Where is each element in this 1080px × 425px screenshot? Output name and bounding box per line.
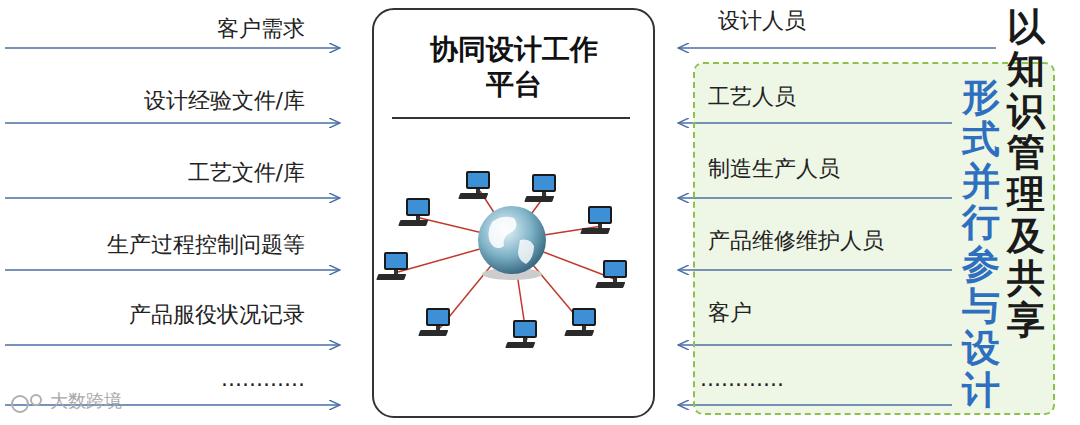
input-arrows bbox=[5, 48, 340, 405]
row-label: ............ bbox=[221, 366, 305, 392]
row-label: 客户需求 bbox=[217, 16, 305, 42]
network-illustration bbox=[376, 171, 627, 348]
platform-box: 协同设计工作平台 bbox=[372, 8, 655, 418]
row-label: ............ bbox=[700, 366, 784, 392]
row-label: 制造生产人员 bbox=[708, 156, 840, 182]
watermark-logo bbox=[12, 395, 41, 412]
watermark: 大数跨境 bbox=[50, 390, 122, 412]
row-label: 产品服役状况记录 bbox=[129, 302, 305, 328]
row-label: 设计人员 bbox=[718, 8, 806, 34]
participant-arrows bbox=[678, 48, 996, 405]
row-label: 客户 bbox=[708, 300, 752, 326]
platform-title: 协同设计工作平台 bbox=[424, 32, 604, 102]
vertical-caption-left: 形式并行参与设计 bbox=[962, 77, 1000, 411]
panel-fill bbox=[694, 63, 1054, 414]
row-label: 产品维修维护人员 bbox=[708, 228, 884, 254]
title-rule bbox=[392, 117, 630, 119]
row-label: 工艺人员 bbox=[708, 84, 796, 110]
row-label: 设计经验文件/库 bbox=[144, 88, 305, 114]
row-label: 生产过程控制问题等 bbox=[107, 232, 305, 258]
vertical-caption-right: 以知识管理及共享 bbox=[1007, 7, 1045, 341]
row-label: 工艺文件/库 bbox=[188, 160, 305, 186]
